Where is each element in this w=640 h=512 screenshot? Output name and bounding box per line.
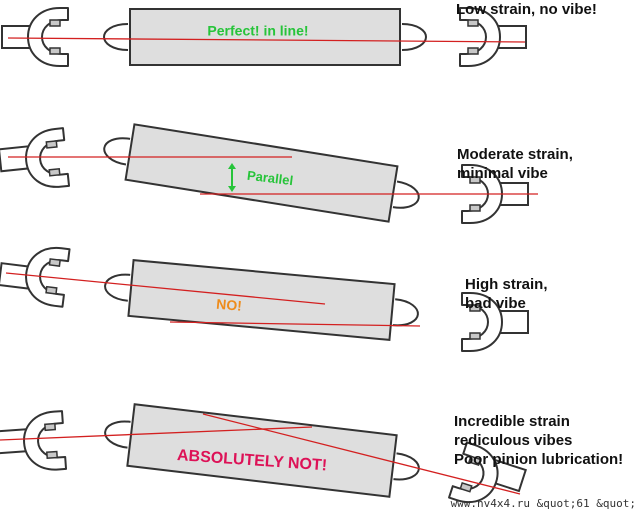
verdict-label: Perfect! in line! [207,23,308,39]
driveshaft-row-2: Parallel [0,123,538,224]
output-axis-line [169,321,421,327]
caption-row-1: Low strain, no vibe! [456,0,597,19]
watermark: www.nv4x4.ru &quot;61 &quot; [450,497,636,510]
caption-row-3: High strain, bad vibe [465,275,548,313]
caption-line: minimal vibe [457,165,548,182]
caption-line: Incredible strain [454,413,570,430]
output-axis-line [202,413,521,495]
caption-line: Moderate strain, [457,146,573,163]
driveshaft-tube [104,259,419,341]
driveshaft-row-4: ABSOLUTELY NOT! [0,403,527,511]
driveshaft-row-1: Perfect! in line! [1,7,527,67]
verdict-label: Parallel [246,168,294,189]
input-axis-line [5,272,326,305]
input-axis-line [0,426,313,441]
driveshaft-row-3: NO! [0,243,529,352]
verdict-label: NO! [216,296,243,314]
u-joint-yoke-left [27,7,69,67]
u-joint-yoke-left [22,127,71,192]
driveshaft-tube [104,403,420,498]
parallel-arrow-icon [228,163,236,192]
caption-row-4: Incredible strain rediculous vibes Poor … [454,412,623,469]
caption-line: bad vibe [465,295,526,312]
caption-line: Poor pinion lubrication! [454,451,624,468]
caption-row-2: Moderate strain, minimal vibe [457,145,573,183]
caption-line: rediculous vibes [454,432,573,449]
caption-line: High strain, [465,276,548,293]
driveshaft-tube [102,8,428,66]
caption-line: Low strain, no vibe! [456,1,597,18]
input-axis-line [7,37,526,43]
u-joint-yoke-left [21,410,68,473]
